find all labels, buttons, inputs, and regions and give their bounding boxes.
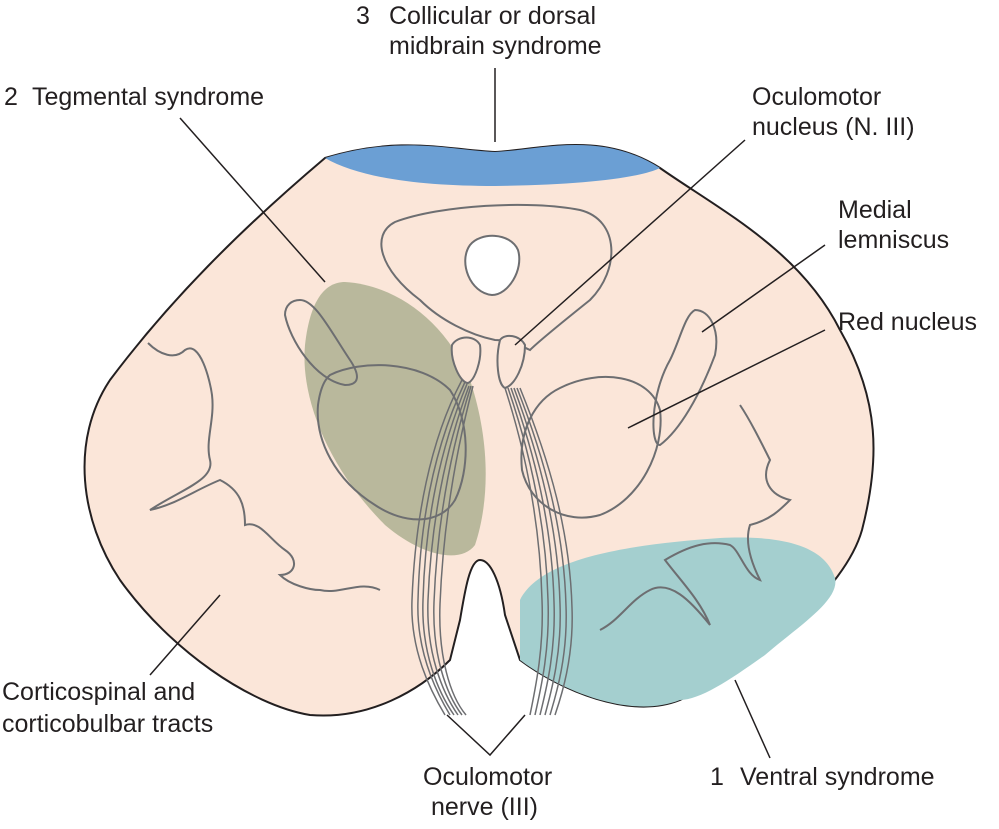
periaqueductal-gray	[380, 203, 613, 352]
label-corticospinal: Corticospinal and corticobulbar tracts	[2, 678, 213, 738]
oculomotor-nerve-fibers-right	[504, 387, 573, 716]
label-collicular-line1: Collicular or dorsal	[389, 2, 596, 30]
substantia-nigra-right	[599, 404, 792, 631]
oculomotor-nucleus-right	[496, 334, 527, 390]
dorsal-syndrome-region	[325, 144, 660, 186]
medial-lemniscus-right	[652, 308, 718, 447]
label-ventral-text: Ventral syndrome	[740, 763, 935, 791]
label-corticospinal-line2: corticobulbar tracts	[2, 710, 213, 738]
leader-ventral	[734, 679, 771, 759]
leader-medial-lemniscus	[701, 244, 826, 333]
label-ventral-number: 1	[710, 763, 724, 791]
label-tegmental-text: Tegmental syndrome	[32, 83, 264, 111]
leader-tegmental	[179, 117, 326, 283]
label-medial-lemniscus: Medial lemniscus	[838, 196, 949, 254]
leader-oculomotor-nucleus	[514, 139, 746, 346]
label-collicular: 3 Collicular or dorsal midbrain syndrome	[356, 2, 602, 60]
label-red-nucleus: Red nucleus	[838, 308, 977, 336]
label-oculomotor-nucleus: Oculomotor nucleus (N. III)	[752, 83, 915, 141]
medial-lemniscus-left	[283, 298, 358, 387]
label-collicular-line2: midbrain syndrome	[389, 32, 602, 60]
red-nucleus-left	[316, 364, 467, 521]
leader-oculomotor-nerve	[446, 714, 526, 757]
substantia-nigra-left	[147, 342, 381, 592]
leader-corticospinal	[149, 594, 221, 676]
label-ventral: 1 Ventral syndrome	[710, 763, 935, 791]
label-oculomotor-nerve: Oculomotor nerve (III)	[423, 763, 552, 821]
label-oculomotor-nucleus-line2: nucleus (N. III)	[752, 113, 915, 141]
label-medial-lemniscus-line2: lemniscus	[838, 226, 949, 254]
label-corticospinal-line1: Corticospinal and	[2, 678, 195, 706]
label-medial-lemniscus-line1: Medial	[838, 196, 912, 224]
ventral-syndrome-region	[520, 537, 836, 707]
oculomotor-nerve-fibers-left	[411, 379, 474, 716]
leader-red-nucleus	[627, 329, 826, 429]
label-oculomotor-nerve-line1: Oculomotor	[423, 763, 552, 791]
label-oculomotor-nerve-line2: nerve (III)	[431, 793, 538, 821]
label-collicular-number: 3	[356, 2, 370, 30]
label-tegmental-number: 2	[4, 83, 18, 111]
label-oculomotor-nucleus-line1: Oculomotor	[752, 83, 881, 111]
label-tegmental: 2 Tegmental syndrome	[4, 83, 264, 111]
oculomotor-nucleus-left	[450, 336, 482, 385]
cerebral-aqueduct	[464, 234, 521, 297]
